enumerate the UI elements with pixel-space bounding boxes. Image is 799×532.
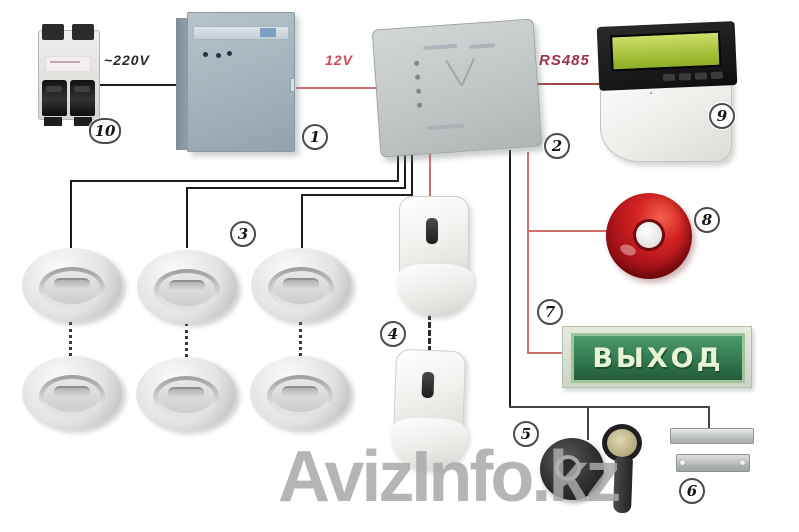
exit-sign-text: ВЫХОД xyxy=(592,342,724,374)
reader-loop-wire xyxy=(509,150,511,408)
breaker-foot xyxy=(74,117,92,126)
pir-motion-sensor xyxy=(396,196,474,318)
door-contact-switch xyxy=(676,454,750,472)
smoke-loop-wire-1 xyxy=(70,180,399,182)
reader-drop-wire xyxy=(587,408,589,440)
smoke-loop-wire-2 xyxy=(186,189,188,248)
breaker-foot xyxy=(44,117,62,126)
smoke-detector xyxy=(137,250,237,324)
label-exit-sign: 7 xyxy=(537,299,563,325)
siren-branch-wire xyxy=(529,230,609,232)
label-key-reader: 5 xyxy=(513,421,539,447)
lcd-display xyxy=(610,30,722,72)
reader-loop-wire xyxy=(509,406,710,408)
psu-side xyxy=(176,18,189,150)
smoke-loop-wire-1 xyxy=(70,182,72,248)
keypad-display-panel xyxy=(596,21,738,91)
keypad xyxy=(596,21,738,164)
door-contact-screw xyxy=(680,460,685,465)
breaker-toggle xyxy=(42,80,67,116)
smoke-loop-wire-3 xyxy=(301,196,303,248)
psu-led xyxy=(216,53,221,58)
psu-sticker xyxy=(260,28,276,37)
smoke-loop-wire-2 xyxy=(186,187,406,189)
smoke-detector xyxy=(136,357,236,431)
siren xyxy=(606,193,692,279)
mains-voltage-label: ~220V xyxy=(104,52,150,68)
keypad-function-key xyxy=(710,71,724,80)
smoke-link-dotted xyxy=(299,322,302,356)
circuit-breaker xyxy=(36,24,104,126)
label-circuit-breaker: 10 xyxy=(89,118,121,144)
pir-wire xyxy=(429,152,431,198)
keypad-function-key xyxy=(678,72,692,81)
watermark: AvizInfo.kz xyxy=(278,437,621,517)
smoke-link-dotted xyxy=(69,322,72,356)
ibutton-key xyxy=(602,424,646,518)
label-siren: 8 xyxy=(694,207,720,233)
siren-highlight xyxy=(618,242,638,258)
breaker-label-area xyxy=(45,56,91,72)
smoke-loop-wire-3 xyxy=(411,150,413,196)
keypad-function-key xyxy=(662,73,676,82)
breaker-terminal xyxy=(42,24,64,40)
sign-branch-wire xyxy=(529,352,563,354)
reader-contact-ring xyxy=(555,455,581,481)
door-contact-magnet xyxy=(670,428,754,444)
psu-led xyxy=(203,52,208,57)
panel-enclosure xyxy=(371,18,543,158)
label-control-panel: 2 xyxy=(544,133,570,159)
smoke-detector xyxy=(251,248,351,322)
label-keypad: 9 xyxy=(709,103,735,129)
breaker-terminal xyxy=(72,24,94,40)
rs485-bus-label: RS485 xyxy=(539,52,590,69)
psu-latch xyxy=(290,78,295,92)
smoke-loop-wire-2 xyxy=(404,150,406,189)
touch-memory-reader xyxy=(540,438,604,500)
label-door-contact: 6 xyxy=(679,478,705,504)
smoke-detector xyxy=(22,356,122,430)
dc-12v-wire xyxy=(296,87,378,89)
smoke-detector xyxy=(250,356,350,430)
siren-horn-opening xyxy=(636,222,662,248)
door-contact-drop-wire xyxy=(708,408,710,430)
smoke-link-dotted xyxy=(185,323,188,357)
siren-sign-wire xyxy=(527,152,529,354)
door-contact-screw xyxy=(740,460,745,465)
label-pir-sensors: 4 xyxy=(380,321,406,347)
label-power-supply: 1 xyxy=(302,124,328,150)
exit-sign: ВЫХОД xyxy=(562,326,752,388)
smoke-loop-wire-1 xyxy=(397,150,399,182)
mains-wire xyxy=(96,84,178,86)
smoke-loop-wire-3 xyxy=(301,194,413,196)
pir-link-dashed xyxy=(428,314,431,352)
dc-voltage-label: 12V xyxy=(325,52,353,68)
keypad-function-key xyxy=(694,72,708,80)
psu-led xyxy=(227,51,232,56)
rs485-wire xyxy=(532,83,600,85)
label-smoke-detectors: 3 xyxy=(230,221,256,247)
control-panel xyxy=(371,18,543,158)
power-supply-unit xyxy=(176,12,298,154)
breaker-toggle xyxy=(70,80,95,116)
keypad-keys xyxy=(650,92,726,160)
smoke-detector xyxy=(22,248,122,322)
